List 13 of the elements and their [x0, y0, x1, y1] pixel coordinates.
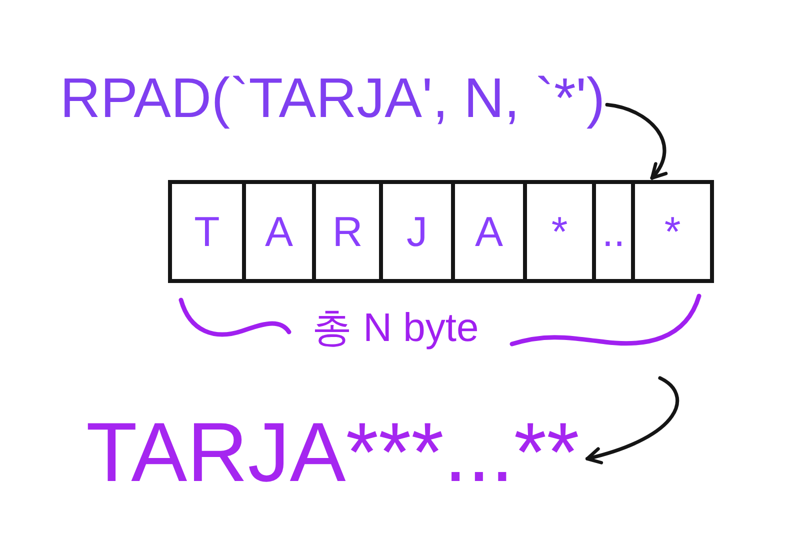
curved-arrow: [605, 102, 668, 180]
array-box: [168, 180, 714, 283]
character-cell: *: [527, 184, 596, 279]
character-cell: R: [316, 184, 383, 279]
character-cell: A: [455, 184, 527, 279]
character-cell: A: [246, 184, 316, 279]
character-cell: J: [383, 184, 455, 279]
character-cell: *: [635, 184, 710, 279]
curved-arrow: [585, 376, 680, 464]
result-text: TARJA***...**: [86, 410, 580, 494]
length-label: 총 N byte: [312, 308, 479, 348]
character-cell: T: [172, 184, 246, 279]
character-cell: ..: [596, 184, 635, 279]
